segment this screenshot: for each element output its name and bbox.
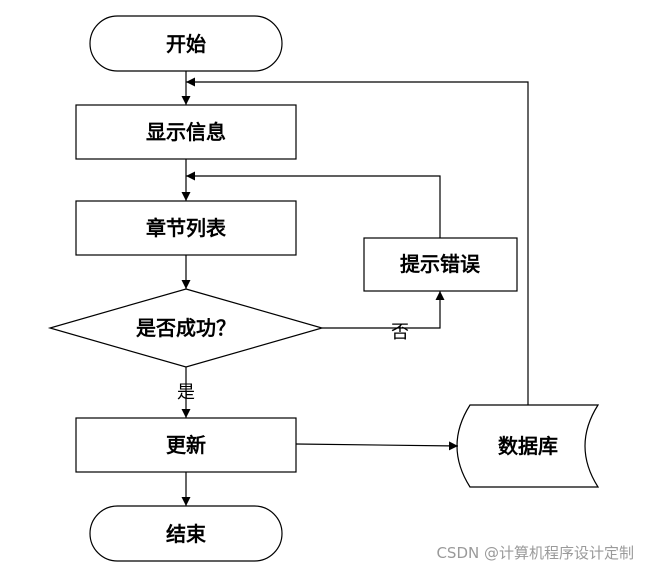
end-label: 结束 bbox=[166, 522, 207, 546]
show-info-label: 显示信息 bbox=[146, 120, 226, 144]
edge-label-no: 否 bbox=[391, 322, 409, 343]
decision-node: 是否成功？ bbox=[47, 288, 325, 368]
database-node: 数据库 bbox=[456, 404, 600, 488]
chapter-list-node: 章节列表 bbox=[75, 200, 297, 256]
start-label: 开始 bbox=[166, 32, 206, 56]
edge-label-yes: 是 bbox=[177, 382, 195, 403]
update-node: 更新 bbox=[75, 417, 297, 473]
watermark: CSDN @计算机程序设计定制 bbox=[436, 544, 634, 562]
show-info-node: 显示信息 bbox=[75, 104, 297, 160]
edge-update-to-database bbox=[295, 441, 459, 451]
prompt-error-label: 提示错误 bbox=[400, 252, 481, 276]
decision-label: 是否成功？ bbox=[135, 316, 236, 340]
edge-database-to-show-info bbox=[186, 77, 529, 405]
edge-prompt-error-to-chapter-list bbox=[186, 171, 441, 238]
database-label: 数据库 bbox=[498, 434, 558, 458]
end-node: 结束 bbox=[89, 505, 283, 562]
chapter-list-label: 章节列表 bbox=[146, 216, 227, 240]
prompt-error-node: 提示错误 bbox=[363, 237, 518, 292]
start-node: 开始 bbox=[89, 15, 283, 72]
edge-decision-no-to-prompt-error bbox=[322, 291, 445, 329]
update-label: 更新 bbox=[166, 433, 206, 457]
